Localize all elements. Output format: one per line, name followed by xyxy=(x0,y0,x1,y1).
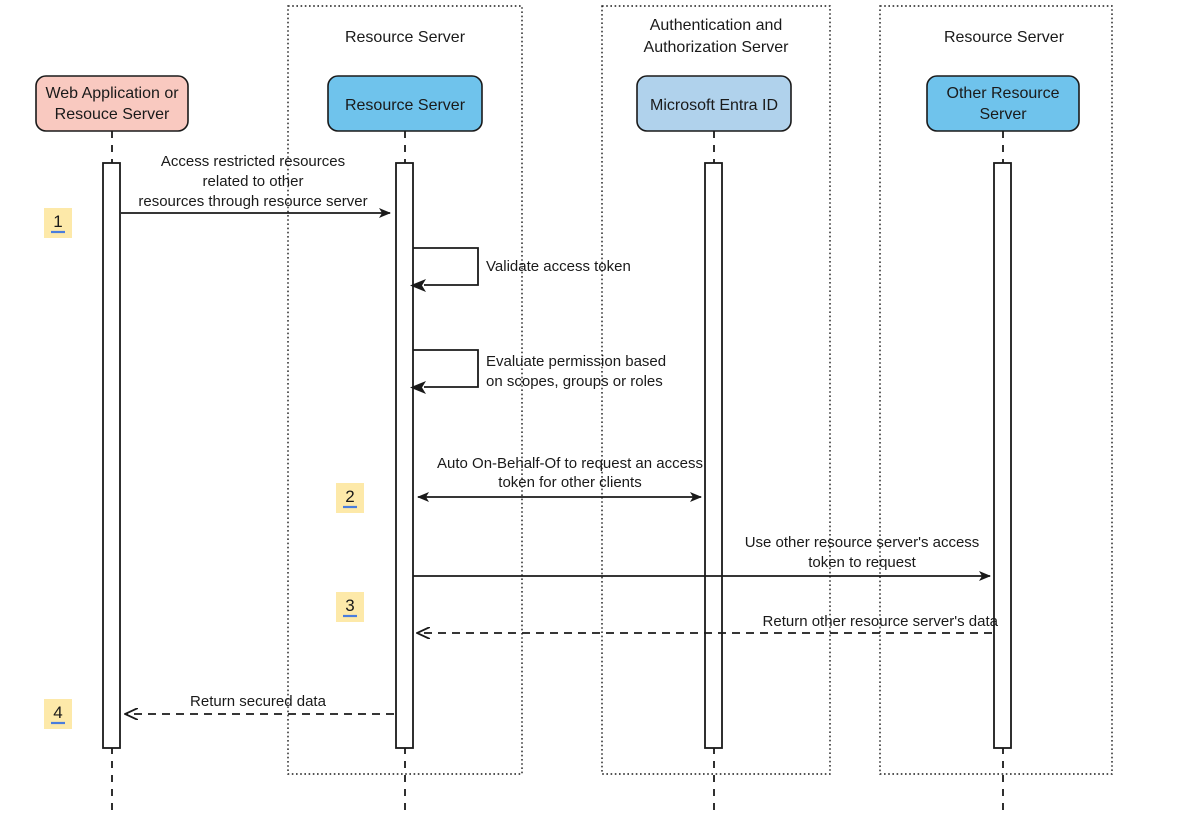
message-label-4-line1: Auto On-Behalf-Of to request an access xyxy=(437,455,703,472)
message-validate-access-token: Validate access token xyxy=(410,247,631,292)
step-badge-3-number: 3 xyxy=(345,596,354,615)
message-auto-on-behalf-of: Auto On-Behalf-Of to request an access t… xyxy=(417,455,703,502)
step-badge-2: 2 xyxy=(336,483,364,513)
group-title-auth-server-line1: Authentication and xyxy=(650,17,783,34)
step-badge-1: 1 xyxy=(44,208,72,238)
message-label-6: Return other resource server's data xyxy=(763,613,999,630)
group-title-resource-server: Resource Server xyxy=(345,29,466,46)
message-label-5-line2: token to request xyxy=(808,554,916,571)
message-arrowhead-3 xyxy=(410,381,426,394)
step-badge-1-number: 1 xyxy=(53,212,62,231)
participant-label-other-resource-server-line1: Other Resource xyxy=(947,85,1060,102)
message-label-1-line1: Access restricted resources xyxy=(161,153,345,170)
participant-label-web-app-line1: Web Application or xyxy=(45,85,179,102)
message-use-other-resource-token: Use other resource server's access token… xyxy=(413,534,991,581)
message-label-2: Validate access token xyxy=(486,258,631,275)
activation-bar-resource-server xyxy=(395,162,414,749)
message-return-other-resource-data: Return other resource server's data xyxy=(417,613,999,633)
message-arrowhead-2 xyxy=(410,279,426,292)
step-badge-3: 3 xyxy=(336,592,364,622)
group-title-other-resource-server: Resource Server xyxy=(944,29,1065,46)
message-label-3-line1: Evaluate permission based xyxy=(486,353,666,370)
participant-other-resource-server[interactable]: Other Resource Server xyxy=(926,75,1080,132)
message-access-restricted-resources: Access restricted resources related to o… xyxy=(121,153,391,218)
message-selfloop-2 xyxy=(413,247,479,286)
activation-bar-web-app xyxy=(102,162,121,749)
message-label-5-line1: Use other resource server's access xyxy=(745,534,980,551)
participant-label-entra-id: Microsoft Entra ID xyxy=(650,97,778,114)
message-evaluate-permission: Evaluate permission based on scopes, gro… xyxy=(410,349,666,394)
activation-bar-other-resource-server xyxy=(993,162,1012,749)
participant-entra-id[interactable]: Microsoft Entra ID xyxy=(636,75,792,132)
message-label-1-line3: resources through resource server xyxy=(138,193,367,210)
message-label-7: Return secured data xyxy=(190,693,327,710)
participant-resource-server[interactable]: Resource Server xyxy=(327,75,483,132)
message-return-secured-data: Return secured data xyxy=(125,693,394,714)
participant-label-resource-server: Resource Server xyxy=(345,97,466,114)
participant-label-other-resource-server-line2: Server xyxy=(979,106,1027,123)
step-badge-4: 4 xyxy=(44,699,72,729)
message-label-1-line2: related to other xyxy=(203,173,304,190)
participant-label-web-app-line2: Resouce Server xyxy=(55,106,170,123)
message-selfloop-3 xyxy=(413,349,479,388)
group-frame-auth-server xyxy=(601,5,831,775)
participant-web-app[interactable]: Web Application or Resouce Server xyxy=(35,75,189,132)
message-label-3-line2: on scopes, groups or roles xyxy=(486,373,663,390)
step-badge-4-number: 4 xyxy=(53,703,62,722)
group-frame-resource-server xyxy=(287,5,523,775)
group-title-auth-server-line2: Authorization Server xyxy=(644,39,790,56)
message-label-4-line2: token for other clients xyxy=(498,474,641,491)
step-badge-2-number: 2 xyxy=(345,487,354,506)
activation-bar-entra-id xyxy=(704,162,723,749)
